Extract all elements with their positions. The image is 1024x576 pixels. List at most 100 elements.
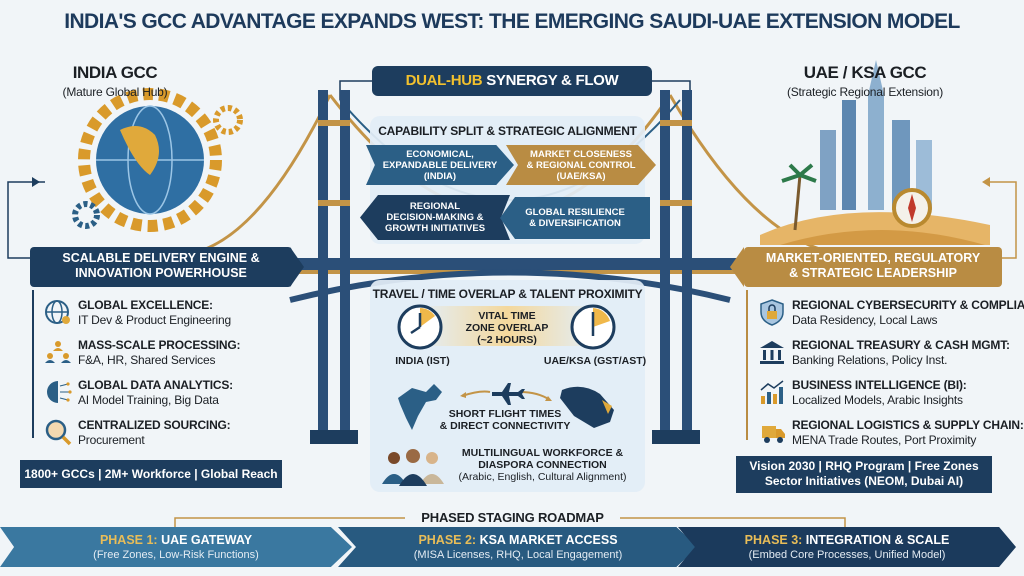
phase-name: KSA MARKET ACCESS [476,533,618,547]
phase-name: UAE GATEWAY [157,533,253,547]
arrow-text: (UAE/KSA) [556,170,606,182]
left-tower [310,90,358,444]
dual-hub-badge: DUAL-HUB SYNERGY & FLOW [372,66,652,96]
globe-data-icon [47,381,72,403]
map-flight-illustration [398,383,614,430]
capability-title: CAPABILITY SPLIT & STRATEGIC ALIGNMENT [378,124,637,138]
item-detail: Banking Relations, Policy Inst. [792,353,948,367]
item-detail: F&A, HR, Shared Services [78,353,216,367]
phase-label: PHASE 3: [744,533,803,547]
uae-banner-line: MARKET-ORIENTED, REGULATORY [765,251,981,265]
arrow-text: MARKET CLOSENESS [530,148,632,160]
phase-2: PHASE 2: KSA MARKET ACCESS (MISA License… [338,527,698,567]
workforce-line: DIASPORA CONNECTION [478,459,607,471]
arrow-uae-control: MARKET CLOSENESS& REGIONAL CONTROL(UAE/K… [506,145,656,185]
item-heading: REGIONAL CYBERSECURITY & COMPLIANCE: [792,298,1024,312]
uae-time-label: UAE/KSA (GST/AST) [543,355,647,367]
uae-banner: MARKET-ORIENTED, REGULATORY & STRATEGIC … [744,247,1002,287]
bank-icon [760,341,784,364]
india-banner-line: INNOVATION POWERHOUSE [75,266,247,280]
phase-1: PHASE 1: UAE GATEWAY (Free Zones, Low-Ri… [0,527,352,567]
arrow-text: EXPANDABLE DELIVERY [382,159,498,171]
roadmap-title: PHASED STAGING ROADMAP [421,510,604,525]
india-gcc-title: INDIA GCC [72,63,158,82]
flight-line: SHORT FLIGHT TIMES [448,408,562,420]
clock-india-icon [397,304,443,350]
arrow-text: REGIONAL [409,201,461,212]
workforce-line: MULTILINGUAL WORKFORCE & [461,447,624,459]
india-stats-bar: 1800+ GCCs | 2M+ Workforce | Global Reac… [20,460,282,488]
india-capabilities-list: GLOBAL EXCELLENCE: IT Dev & Product Engi… [44,298,304,458]
truck-icon [762,426,785,443]
dual-hub-text: SYNERGY & FLOW [482,72,619,89]
item-detail: Procurement [78,433,145,447]
flight-line: & DIRECT CONNECTIVITY [439,420,571,432]
item-heading: REGIONAL LOGISTICS & SUPPLY CHAIN: [792,418,1024,432]
india-map-icon [398,384,442,430]
flight-label: SHORT FLIGHT TIMES& DIRECT CONNECTIVITY [430,408,580,432]
item-detail: IT Dev & Product Engineering [78,313,231,327]
phase-heading: PHASE 3: INTEGRATION & SCALE [678,533,1016,547]
item-detail: Localized Models, Arabic Insights [792,393,963,407]
arrow-text: & REGIONAL CONTROL [526,159,636,171]
phase-detail: (Free Zones, Low-Risk Functions) [93,549,259,561]
uae-banner-arrow-icon [730,247,744,287]
uae-stats-line: Sector Initiatives (NEOM, Dubai AI) [764,474,964,488]
india-banner-arrow-icon [290,247,304,287]
phase-detail: (MISA Licenses, RHQ, Local Engagement) [413,549,623,561]
airplane-icon [492,383,525,405]
page-title: INDIA'S GCC ADVANTAGE EXPANDS WEST: THE … [64,10,960,33]
item-detail: AI Model Training, Big Data [78,393,219,407]
india-banner-line: SCALABLE DELIVERY ENGINE & [62,251,260,265]
overlap-line: VITAL TIME [478,310,536,322]
item-heading: REGIONAL TREASURY & CASH MGMT: [792,338,1010,352]
india-banner: SCALABLE DELIVERY ENGINE & INNOVATION PO… [30,247,292,287]
uae-banner-line: & STRATEGIC LEADERSHIP [789,266,957,280]
workforce-note: (Arabic, English, Cultural Alignment) [458,471,627,483]
uae-gcc-header: UAE / KSA GCC (Strategic Regional Extens… [765,63,965,99]
arrow-text: GLOBAL RESILIENCE [525,207,625,218]
arrow-text: GROWTH INITIATIVES [384,223,486,234]
phase-label: PHASE 1: [99,533,158,547]
item-heading: CENTRALIZED SOURCING: [78,418,231,432]
arrow-text: ECONOMICAL, [406,148,474,160]
india-list-rail [32,290,34,438]
phase-heading: PHASE 1: UAE GATEWAY [0,533,352,547]
item-heading: GLOBAL EXCELLENCE: [78,298,213,312]
globe-gear-icon [45,300,70,324]
arrow-text: & DIVERSIFICATION [529,218,621,229]
uae-gcc-subtitle: (Strategic Regional Extension) [786,85,944,99]
travel-title: TRAVEL / TIME OVERLAP & TALENT PROXIMITY [372,287,643,301]
shield-lock-icon [760,299,784,326]
item-heading: BUSINESS INTELLIGENCE (BI): [792,378,967,392]
phase-name: INTEGRATION & SCALE [802,533,950,547]
uae-list-rail [746,290,748,440]
globe-gears-illustration [72,88,243,232]
arabia-map-icon [560,386,614,428]
bar-chart-icon [760,380,784,404]
arrow-india-delivery: ECONOMICAL,EXPANDABLE DELIVERY(INDIA) [366,145,514,185]
item-detail: MENA Trade Routes, Port Proximity [792,433,977,447]
overlap-glow [420,306,595,346]
india-time-label: INDIA (IST) [395,355,450,367]
overlap-line: ZONE OVERLAP [465,322,549,334]
india-gcc-subtitle: (Mature Global Hub) [62,85,168,99]
phase-label: PHASE 2: [418,533,477,547]
uae-stats-line: Vision 2030 | RHQ Program | Free Zones [749,459,979,473]
arrow-global-resilience: GLOBAL RESILIENCE& DIVERSIFICATION [500,197,650,239]
uae-stats-bar: Vision 2030 | RHQ Program | Free Zones S… [736,456,992,493]
workforce-people-icon [382,449,444,486]
magnifier-icon [45,419,72,446]
item-detail: Data Residency, Local Laws [792,313,938,327]
right-tower [652,90,700,444]
dual-hub-highlight: DUAL-HUB [405,72,483,89]
overlap-line: (~2 HOURS) [477,334,537,346]
left-loop-connector [7,181,45,259]
workforce-label: MULTILINGUAL WORKFORCE &DIASPORA CONNECT… [450,447,635,483]
uae-capabilities-list: REGIONAL CYBERSECURITY & COMPLIANCE: Dat… [758,298,1024,458]
clock-uae-icon [570,304,616,350]
people-network-icon [45,341,71,363]
